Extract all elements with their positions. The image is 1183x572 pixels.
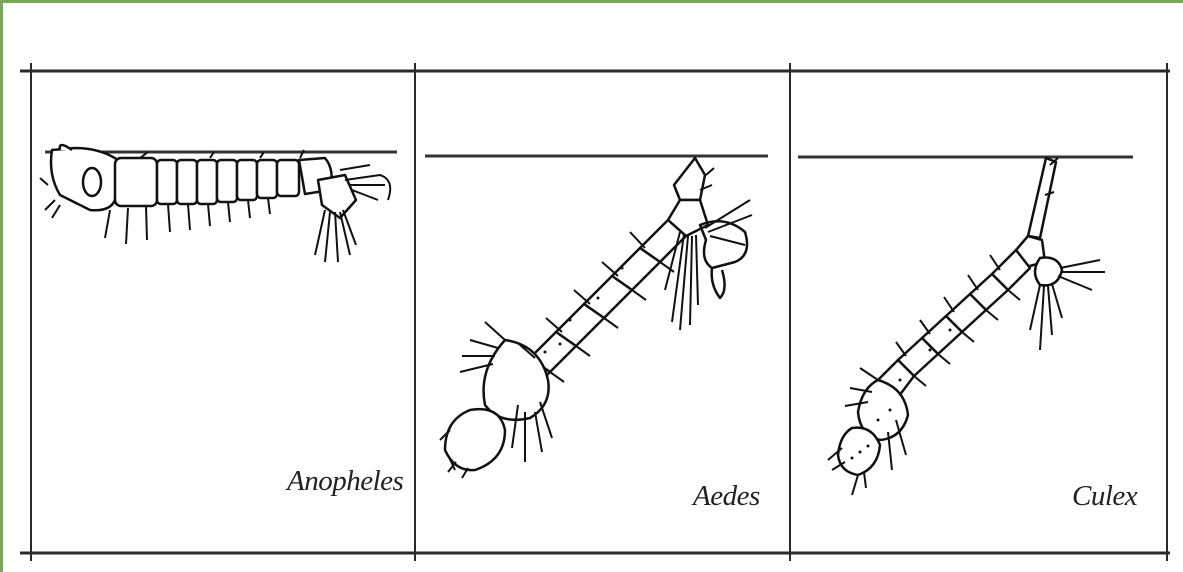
- label-anopheles: Anopheles: [287, 465, 403, 498]
- anopheles-larva-illustration: [40, 145, 390, 262]
- label-aedes: Aedes: [693, 480, 760, 513]
- water-surfaces: [45, 152, 1133, 157]
- culex-larva-illustration: [828, 158, 1105, 495]
- aedes-larva-illustration: [440, 158, 752, 478]
- label-culex: Culex: [1072, 480, 1137, 513]
